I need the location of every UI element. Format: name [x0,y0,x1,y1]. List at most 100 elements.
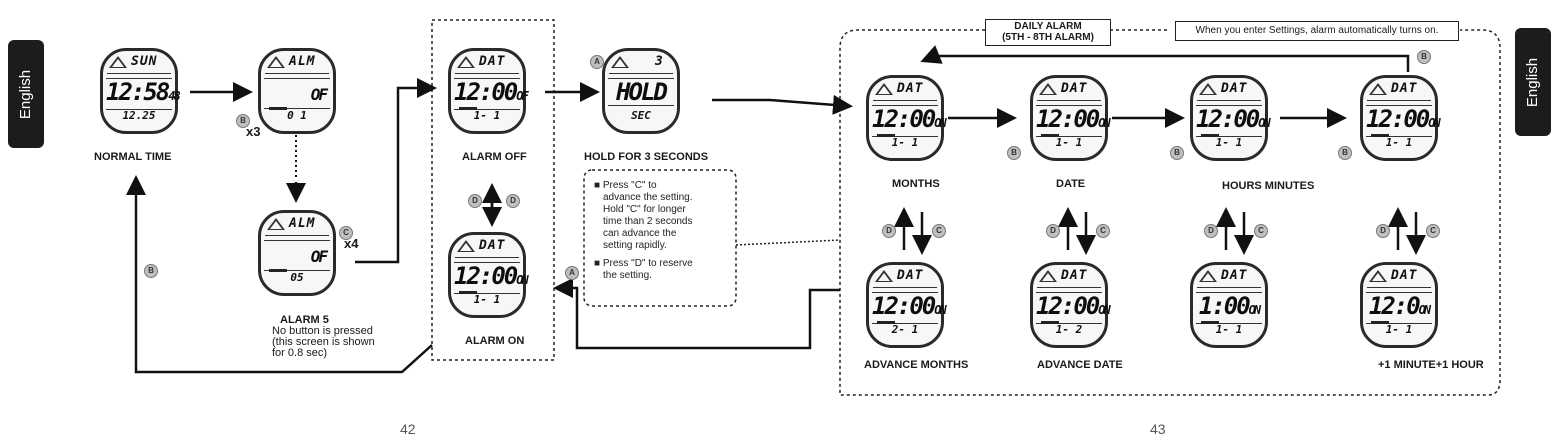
label-alarm-off: ALARM OFF [462,151,527,163]
watch-sub-value: ON [1098,303,1111,317]
watch-bezel [1037,267,1101,288]
watch-bottom-text: 05 [290,271,304,284]
page-number-left: 42 [400,421,416,437]
watch-bottom-text: 1- 1 [1215,323,1243,336]
watch-top-text: ALM [289,216,316,231]
watch-main-text: 12:00ON [454,262,529,294]
page-number-right: 43 [1150,421,1166,437]
alarm5-note: No button is pressed (this screen is sho… [272,326,375,359]
watch-segment-bar [877,134,895,137]
watch-main-value: 12:00 [1196,105,1260,133]
language-tab-left-label: English [17,69,35,119]
button-b-icon: B [1007,146,1021,160]
triangle-icon [1369,83,1387,95]
watch-segment-bar [1041,134,1059,137]
watch-top-text: ALM [289,54,316,69]
triangle-icon [1039,270,1057,282]
watch-main-text: 12:00ON [872,292,947,324]
watch-months: DAT 12:00ON 1- 1 [866,75,947,161]
watch-bottom-text: 2- 1 [891,323,919,336]
watch-sub-value: ON [1258,116,1271,130]
watch-sub-value: 48 [168,89,181,103]
instructions-frame [583,169,737,307]
button-c-icon: C [1426,224,1440,238]
watch-segment-bar [459,291,477,294]
button-b-icon: B [1170,146,1184,160]
watch-advance-hours-minutes: DAT 1:00ON 1- 1 [1190,262,1268,348]
watch-bezel [455,237,519,258]
label-months: MONTHS [892,178,940,190]
alarm5-note-line1: No button is pressed [272,325,373,337]
triangle-icon [109,56,127,68]
button-d-icon: D [468,194,482,208]
watch-alm5: ALM OF 05 [258,210,336,296]
note-c-line4: time than 2 seconds [603,216,693,227]
watch-main-value: 12:00 [1036,105,1100,133]
watch-bottom-text: 1- 1 [1215,136,1243,149]
watch-main-value: 12:00 [454,262,518,290]
watch-bottom-text: SEC [631,109,651,122]
watch-bezel [265,53,329,74]
button-b-icon: B [1338,146,1352,160]
daily-alarm-title-line1: DAILY ALARM [1014,21,1082,32]
note-c-line1: ■ Press "C" to [594,180,657,191]
watch-main-text: HOLD [608,78,674,106]
label-hours-minutes: HOURS MINUTES [1222,180,1315,192]
triangle-icon [875,83,893,95]
watch-main-text: 12:00ON [872,105,947,137]
watch-bottom-text: 1- 1 [473,293,501,306]
watch-main-text: 12:00ON [1036,105,1111,137]
button-b-icon: B [1417,50,1431,64]
triangle-icon [875,270,893,282]
watch-top-text: DAT [1391,268,1418,283]
watch-hold: 3 HOLD SEC [602,48,680,134]
language-tab-right-label: English [1524,57,1542,107]
watch-main-value: OF [310,247,328,266]
watch-top-text: DAT [897,81,924,96]
label-date: DATE [1056,178,1086,190]
watch-bezel [609,53,673,74]
watch-bezel [107,53,171,74]
label-advance-date: ADVANCE DATE [1037,359,1123,371]
watch-hours-minutes: DAT 12:00ON 1- 1 [1190,75,1271,161]
button-c-icon: C [1254,224,1268,238]
watch-segment-bar [877,321,895,324]
watch-main-value: 12:00 [454,78,518,106]
watch-bottom-text: 12.25 [122,109,156,122]
watch-top-text: 3 [655,54,664,69]
watch-advance-date: DAT 12:00ON 1- 2 [1030,262,1111,348]
button-a-icon: A [565,266,579,280]
language-tab-right: English [1515,28,1551,136]
watch-segment-bar [1371,321,1389,324]
watch-segment-bar [1041,321,1059,324]
watch-main-value: 12:00 [872,105,936,133]
triangle-icon [457,240,475,252]
button-c-icon: C [1096,224,1110,238]
watch-bezel [455,53,519,74]
daily-alarm-title: DAILY ALARM (5TH - 8TH ALARM) [985,19,1111,46]
button-a-icon: A [590,55,604,69]
button-d-icon: D [1046,224,1060,238]
watch-normal-time: SUN 12:5848 12.25 [100,48,181,134]
label-alarm-on: ALARM ON [465,335,525,347]
label-advance-months: ADVANCE MONTHS [864,359,969,371]
watch-sub-value: ON [516,273,529,287]
button-d-icon: D [882,224,896,238]
triangle-icon [611,56,629,68]
watch-bezel [873,80,937,101]
daily-alarm-frame [839,29,1501,396]
watch-top-text: DAT [479,238,506,253]
triangle-icon [267,218,285,230]
watch-bezel [873,267,937,288]
watch-bottom-text: 1- 2 [1055,323,1083,336]
watch-main-text: 12:5848 [106,78,181,110]
watch-main-value: OF [310,85,328,104]
watch-bottom-text: 1- 1 [1055,136,1083,149]
watch-top-text: DAT [1061,268,1088,283]
watch-top-text: DAT [1391,81,1418,96]
watch-sub-value: ON [1098,116,1111,130]
language-tab-left: English [8,40,44,148]
watch-bezel [1367,267,1431,288]
triangle-icon [1199,270,1217,282]
watch-alarm-off: DAT 12:00OF 1- 1 [448,48,529,134]
